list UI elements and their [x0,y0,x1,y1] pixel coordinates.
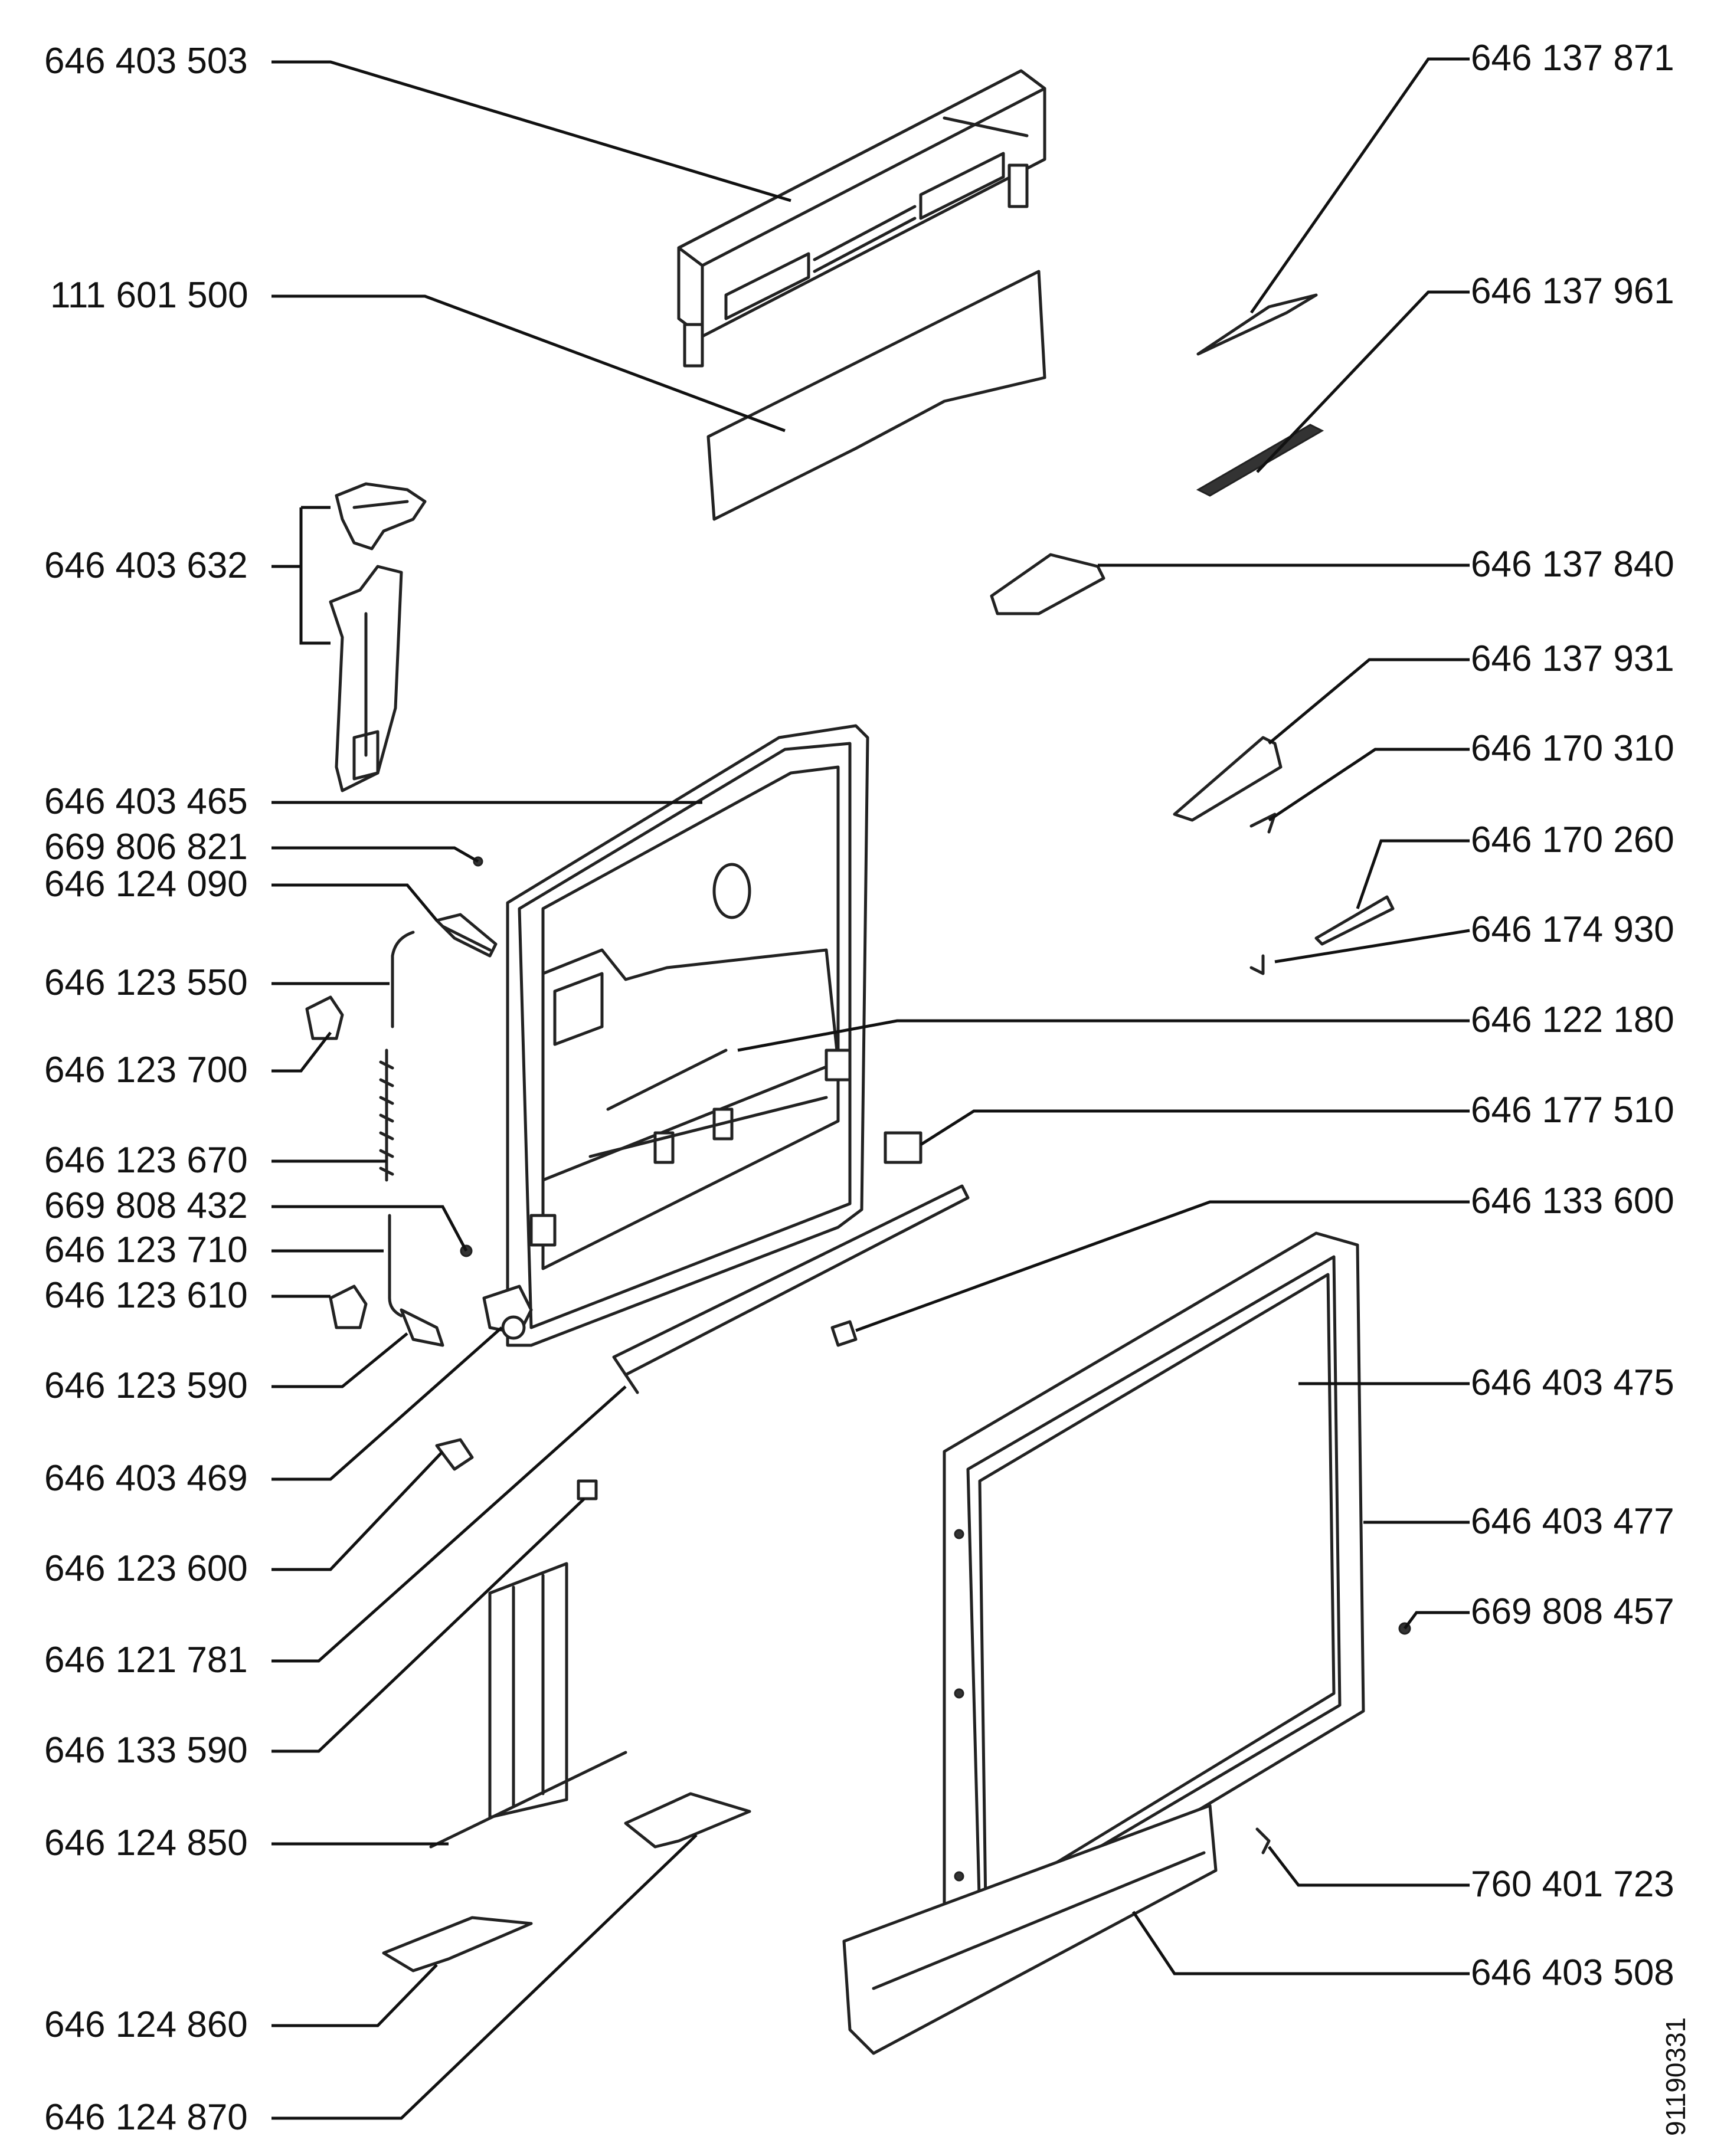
panel-strip [706,270,1046,521]
label-646-123-700: 646 123 700 [44,1050,248,1090]
part-646-133-600 [830,1320,858,1347]
label-646-403-465: 646 403 465 [44,781,248,822]
leader-lines [271,57,1470,2120]
label-646-124-090: 646 124 090 [44,864,248,905]
label-646-137-871: 646 137 871 [1471,38,1674,78]
label-646-133-590: 646 133 590 [44,1730,248,1771]
label-646-403-477: 646 403 477 [1471,1501,1674,1542]
label-646-123-600: 646 123 600 [44,1548,248,1589]
label-646-123-590: 646 123 590 [44,1365,248,1406]
hinge-bracket-assembly [329,482,427,792]
label-646-403-508: 646 403 508 [1471,1952,1674,1993]
bracket-646-123-600 [435,1438,474,1471]
part-646-137-871 [1196,293,1318,356]
label-646-177-510: 646 177 510 [1471,1090,1674,1131]
part-number-labels-left: 646 403 503 111 601 500 646 403 632 646 … [44,41,248,2138]
part-646-177-510 [884,1131,922,1164]
part-646-137-961 [1196,424,1324,497]
label-111-601-500: 111 601 500 [50,275,248,316]
label-646-123-670: 646 123 670 [44,1140,248,1181]
door-hinge-pivot [482,1285,533,1340]
bolt-646-123-590 [400,1308,444,1347]
foot-646-124-870 [624,1792,751,1849]
drawing-code: 91190331 [1660,2017,1691,2136]
label-646-137-840: 646 137 840 [1471,544,1674,585]
label-646-122-180: 646 122 180 [1471,1000,1674,1040]
part-646-137-840 [990,553,1105,615]
part-646-170-260 [1314,895,1395,946]
foot-646-124-860 [382,1916,533,1972]
label-646-124-870: 646 124 870 [44,2097,248,2138]
kick-plate [842,1804,1218,2055]
label-669-808-432: 669 808 432 [44,1185,248,1226]
label-646-137-931: 646 137 931 [1471,638,1674,679]
clip-646-133-590 [577,1479,598,1500]
label-646-121-781: 646 121 781 [44,1640,248,1680]
rail-646-121-781 [612,1184,970,1394]
label-760-401-723: 760 401 723 [1471,1864,1674,1905]
label-646-124-860: 646 124 860 [44,2004,248,2045]
spring-646-123-670 [379,1048,394,1182]
label-646-124-850: 646 124 850 [44,1823,248,1863]
label-646-403-503: 646 403 503 [44,41,248,81]
label-646-170-310: 646 170 310 [1471,728,1674,769]
clip-646-123-610 [329,1285,368,1329]
foot-support-646-124-850 [429,1562,627,1849]
part-number-labels-right: 646 137 871 646 137 961 646 137 840 646 … [1471,38,1674,1993]
label-646-123-550: 646 123 550 [44,962,248,1003]
label-646-123-710: 646 123 710 [44,1230,248,1270]
rod-646-123-710 [388,1214,403,1318]
control-panel-housing [677,69,1046,368]
label-646-403-469: 646 403 469 [44,1458,248,1499]
label-646-170-260: 646 170 260 [1471,820,1674,860]
label-669-806-821: 669 806 821 [44,827,248,867]
label-646-403-475: 646 403 475 [1471,1362,1674,1403]
part-646-170-310 [1249,812,1277,834]
label-669-808-457: 669 808 457 [1471,1591,1674,1632]
label-646-403-632: 646 403 632 [44,545,248,586]
label-646-174-930: 646 174 930 [1471,909,1674,950]
part-646-174-930 [1249,954,1265,975]
clip-646-123-700 [305,995,344,1040]
outer-door-panel [943,1231,1365,1943]
label-646-137-961: 646 137 961 [1471,271,1674,312]
rod-646-123-550 [391,930,415,1028]
inner-door-frame [506,724,869,1347]
spring-guide-646-124-090 [435,913,498,958]
label-646-123-610: 646 123 610 [44,1275,248,1316]
screw-760-401-723 [1255,1827,1271,1854]
label-646-133-600: 646 133 600 [1471,1181,1674,1221]
part-646-137-931 [1173,736,1283,822]
